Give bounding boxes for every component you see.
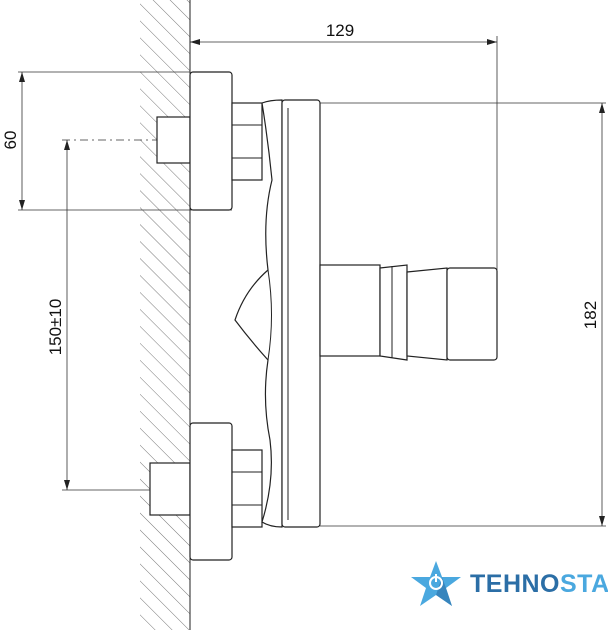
tehnostar-logo: TEHNOSTAR xyxy=(410,560,608,608)
dim-inlet-spacing: 150±10 xyxy=(46,299,65,356)
logo-text-star: STAR xyxy=(560,569,608,598)
logo-text-tehno: TEHNO xyxy=(470,569,560,598)
lower-connection xyxy=(149,422,263,561)
handle xyxy=(319,264,498,361)
dim-depth: 129 xyxy=(326,21,354,40)
upper-connection xyxy=(156,71,263,211)
dim-flange-height: 60 xyxy=(1,131,20,150)
star-power-icon xyxy=(411,561,461,606)
mixer-body xyxy=(234,99,321,528)
dimension-lines xyxy=(18,36,606,527)
wall-hatch xyxy=(140,0,191,630)
dim-body-height: 182 xyxy=(581,301,600,329)
